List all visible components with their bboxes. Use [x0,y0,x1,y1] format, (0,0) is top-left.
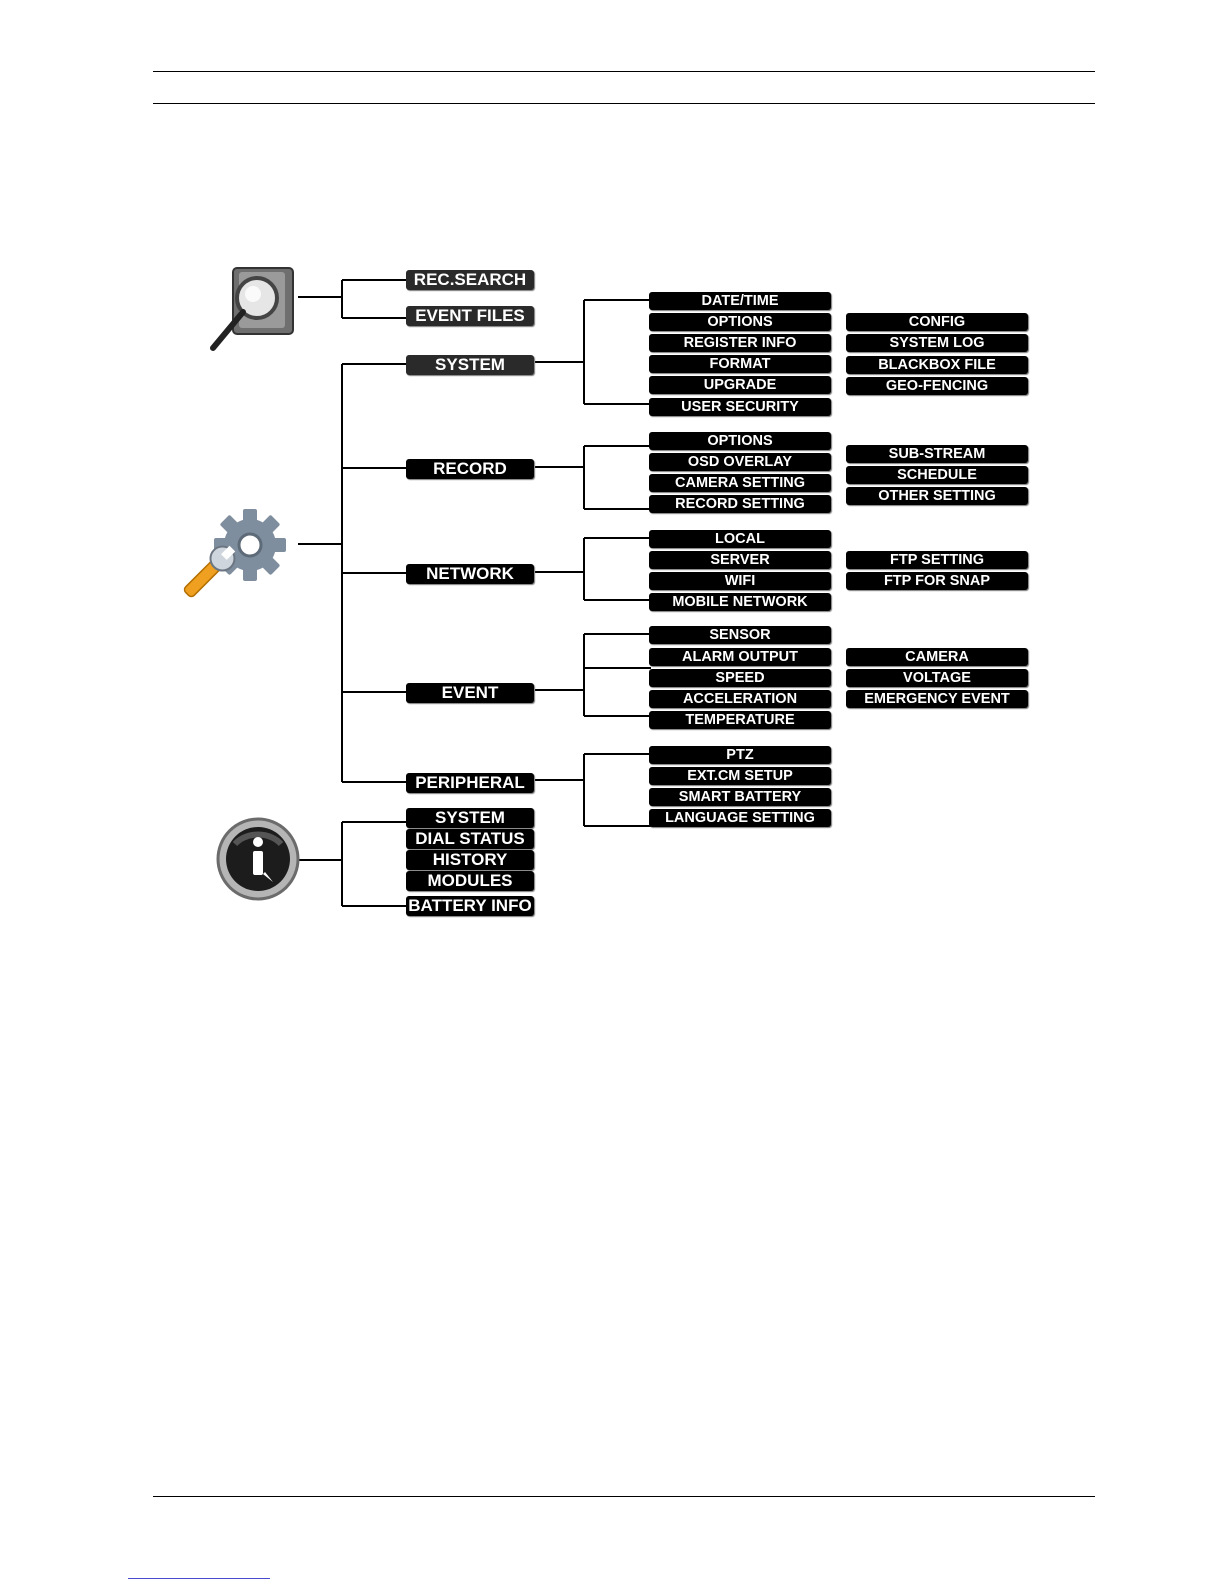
menu-item-event-files[interactable]: EVENT FILES [406,306,534,326]
menu-item-format[interactable]: FORMAT [649,355,831,373]
menu-item-ext-cm-setup[interactable]: EXT.CM SETUP [649,767,831,785]
footer-link-underline [128,1578,270,1579]
menu-item-sensor[interactable]: SENSOR [649,626,831,644]
menu-item-user-security[interactable]: USER SECURITY [649,398,831,416]
menu-item-ptz[interactable]: PTZ [649,746,831,764]
menu-item-server[interactable]: SERVER [649,551,831,569]
menu-item-record-setting[interactable]: RECORD SETTING [649,495,831,513]
menu-item-config[interactable]: CONFIG [846,313,1028,331]
menu-item-language-setting[interactable]: LANGUAGE SETTING [649,809,831,827]
menu-item-blackbox-file[interactable]: BLACKBOX FILE [846,356,1028,374]
header-rule-top [153,71,1095,72]
menu-item-dial-status[interactable]: DIAL STATUS [406,829,534,849]
menu-item-peripheral[interactable]: PERIPHERAL [406,773,534,793]
menu-item-schedule[interactable]: SCHEDULE [846,466,1028,484]
header-rule-bottom [153,103,1095,104]
menu-item-ftp-for-snap[interactable]: FTP FOR SNAP [846,572,1028,590]
menu-item-camera[interactable]: CAMERA [846,648,1028,666]
magnifier-document-icon[interactable] [205,262,305,352]
menu-item-record-options[interactable]: OPTIONS [649,432,831,450]
menu-item-geo-fencing[interactable]: GEO-FENCING [846,377,1028,395]
menu-item-sub-stream[interactable]: SUB-STREAM [846,445,1028,463]
menu-item-ftp-setting[interactable]: FTP SETTING [846,551,1028,569]
menu-item-smart-battery[interactable]: SMART BATTERY [649,788,831,806]
menu-item-event[interactable]: EVENT [406,683,534,703]
menu-item-info-system[interactable]: SYSTEM [406,808,534,828]
menu-item-local[interactable]: LOCAL [649,530,831,548]
menu-item-voltage[interactable]: VOLTAGE [846,669,1028,687]
menu-item-upgrade[interactable]: UPGRADE [649,376,831,394]
footer-rule [153,1496,1095,1497]
menu-item-battery-info[interactable]: BATTERY INFO [406,896,534,916]
info-icon[interactable] [213,814,303,904]
menu-item-osd-overlay[interactable]: OSD OVERLAY [649,453,831,471]
menu-item-network[interactable]: NETWORK [406,564,534,584]
menu-item-system[interactable]: SYSTEM [406,355,534,375]
menu-item-wifi[interactable]: WIFI [649,572,831,590]
menu-item-speed[interactable]: SPEED [649,669,831,687]
menu-item-other-setting[interactable]: OTHER SETTING [846,487,1028,505]
menu-item-camera-setting[interactable]: CAMERA SETTING [649,474,831,492]
menu-item-emergency-event[interactable]: EMERGENCY EVENT [846,690,1028,708]
menu-item-system-options[interactable]: OPTIONS [649,313,831,331]
menu-item-acceleration[interactable]: ACCELERATION [649,690,831,708]
menu-item-history[interactable]: HISTORY [406,850,534,870]
menu-item-system-log[interactable]: SYSTEM LOG [846,334,1028,352]
menu-item-temperature[interactable]: TEMPERATURE [649,711,831,729]
menu-item-record[interactable]: RECORD [406,459,534,479]
menu-item-mobile-network[interactable]: MOBILE NETWORK [649,593,831,611]
menu-item-alarm-output[interactable]: ALARM OUTPUT [649,648,831,666]
menu-item-modules[interactable]: MODULES [406,871,534,891]
menu-item-date-time[interactable]: DATE/TIME [649,292,831,310]
gear-wrench-icon[interactable] [182,505,292,605]
menu-item-rec-search[interactable]: REC.SEARCH [406,270,534,290]
menu-item-register-info[interactable]: REGISTER INFO [649,334,831,352]
